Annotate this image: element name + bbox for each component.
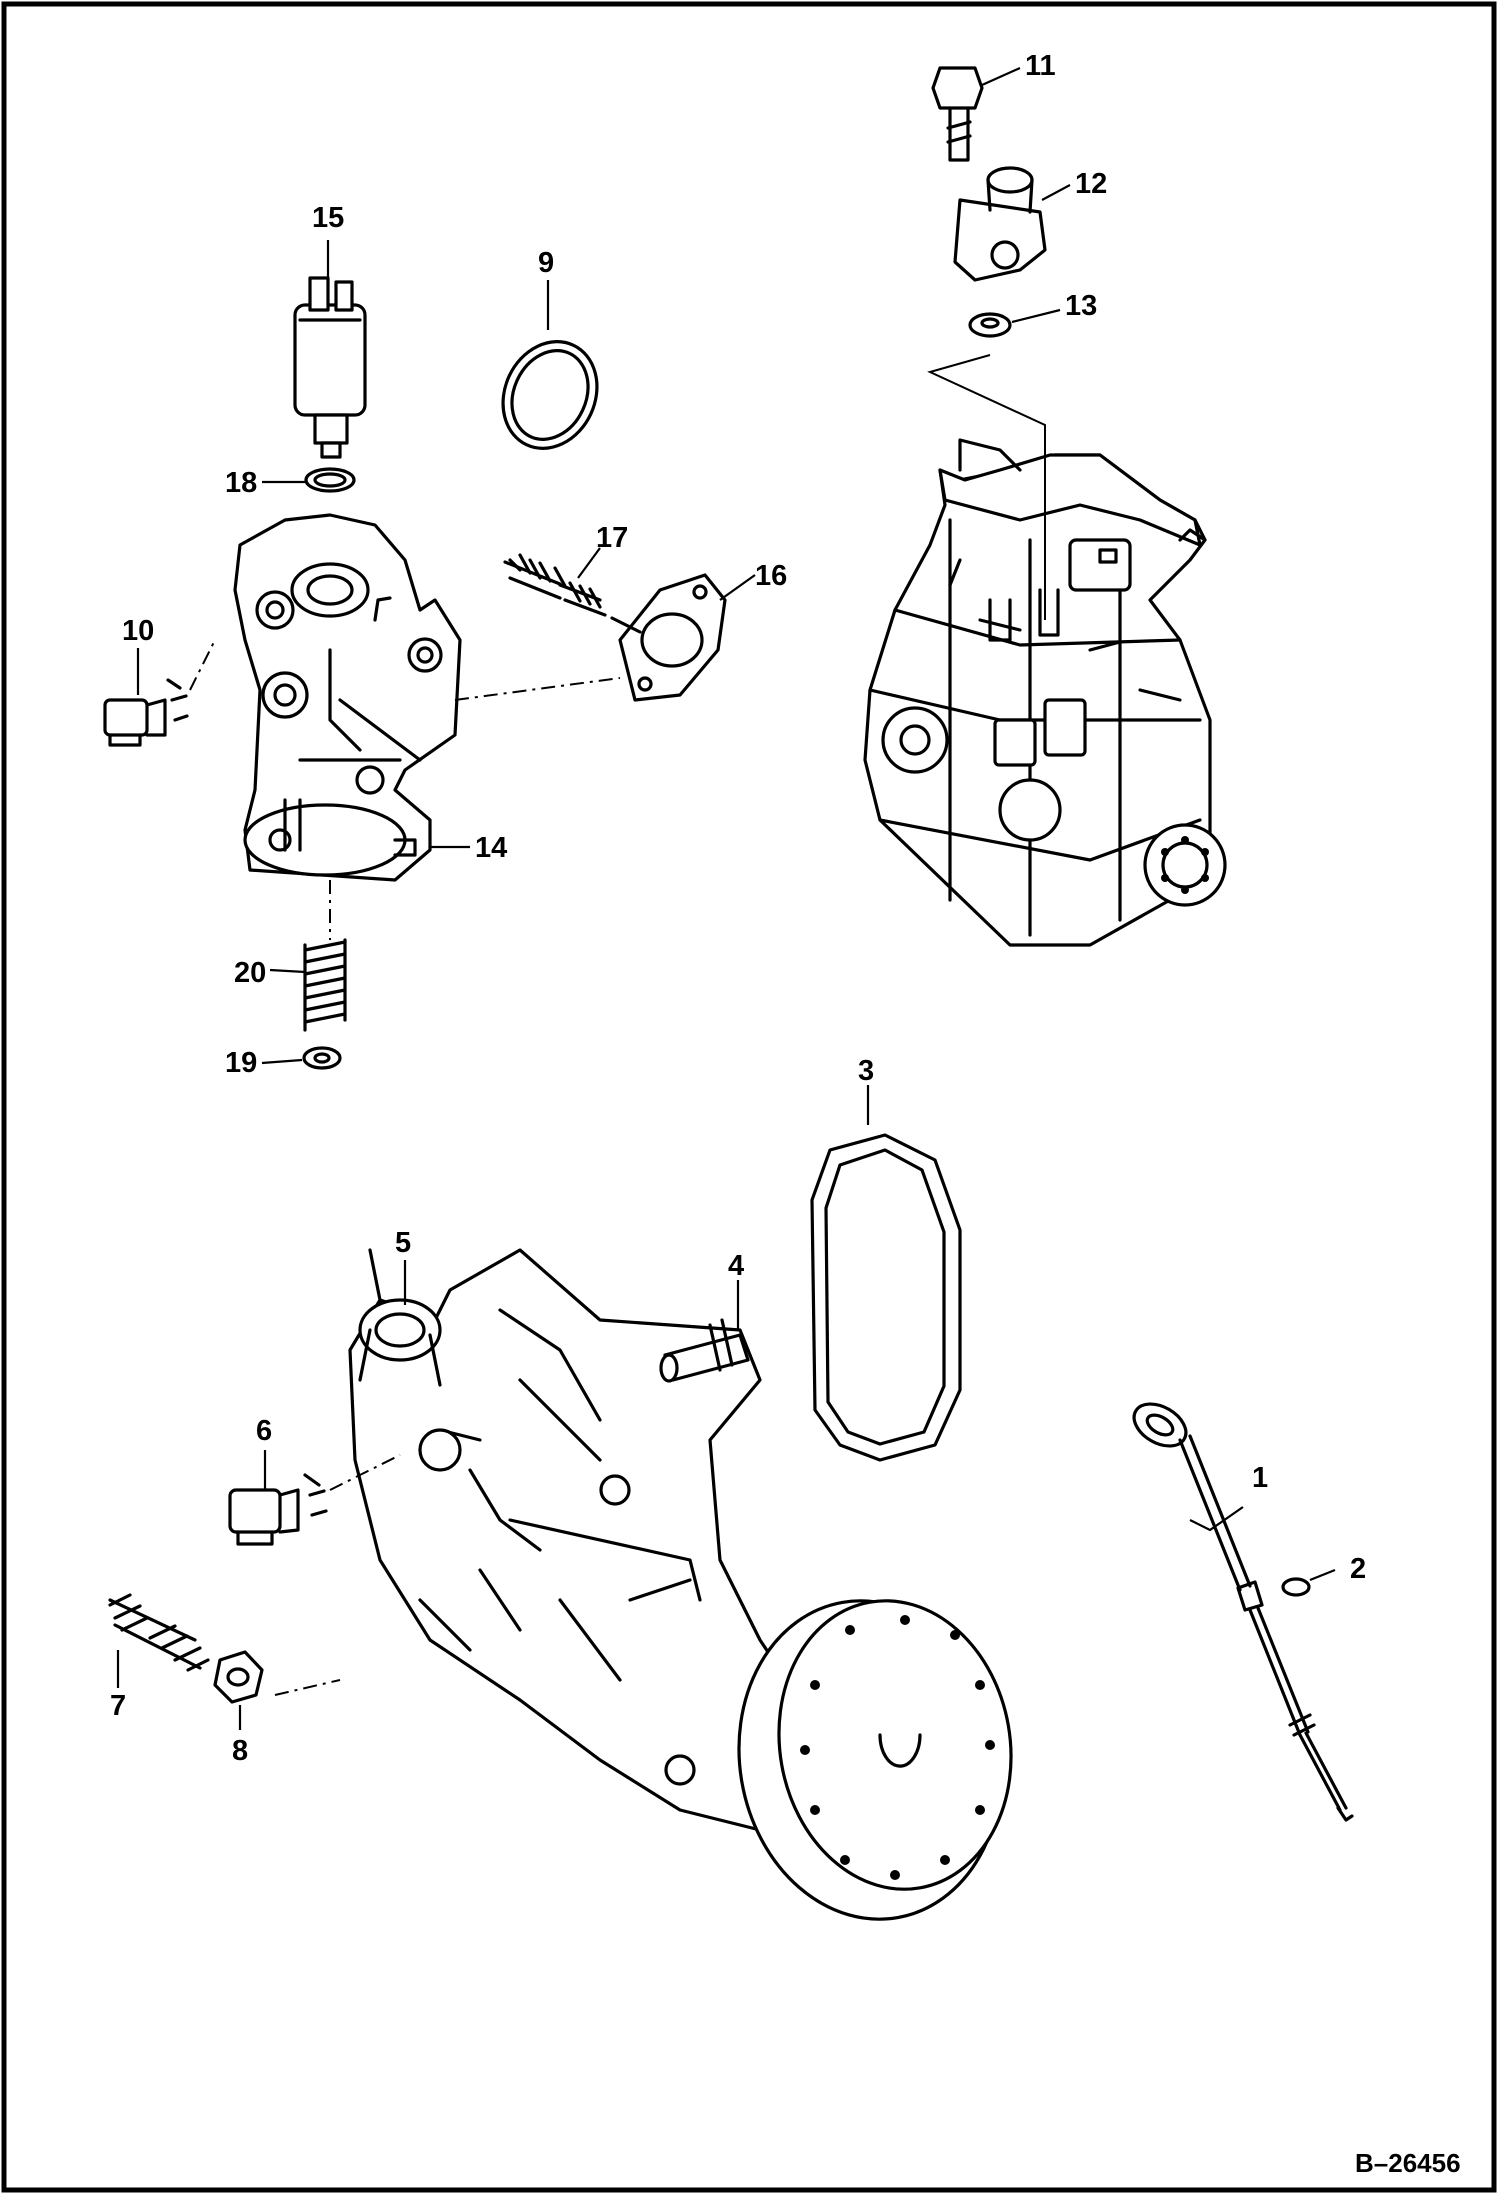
part-15-solenoid (293, 276, 367, 459)
part-7-spring (108, 1593, 210, 1672)
part-17-spring (503, 553, 607, 617)
engine-block-illustration (863, 438, 1227, 947)
part-20-spring (303, 938, 347, 1032)
callout-11: 11 (1025, 50, 1056, 82)
part-13-washer (968, 312, 1012, 338)
callout-19: 19 (225, 1047, 257, 1079)
part-10-fitting (103, 678, 189, 747)
callout-9: 9 (538, 247, 554, 279)
part-1-dipstick (1132, 1402, 1354, 1822)
callout-2: 2 (1350, 1553, 1366, 1585)
callout-7: 7 (110, 1690, 126, 1722)
part-8-nut (213, 1650, 264, 1704)
callout-20: 20 (234, 957, 266, 989)
part-3-gasket (810, 1133, 962, 1462)
callout-8: 8 (232, 1735, 248, 1767)
part-11-bolt (931, 66, 984, 162)
part-4-pin (659, 1318, 750, 1383)
callout-5: 5 (395, 1227, 411, 1259)
callout-10: 10 (122, 615, 154, 647)
callout-16: 16 (755, 560, 787, 592)
part-12-fitting (953, 166, 1047, 282)
callout-13: 13 (1065, 290, 1097, 322)
callout-1: 1 (1252, 1462, 1268, 1494)
part-19-washer (302, 1046, 342, 1070)
callout-12: 12 (1075, 168, 1107, 200)
callout-4: 4 (728, 1250, 744, 1282)
nut-8-centerline (274, 1679, 341, 1696)
callout-6: 6 (256, 1415, 272, 1447)
callout-3: 3 (858, 1055, 874, 1087)
part-18-o-ring (304, 467, 356, 493)
fitting-10-centerline (189, 639, 216, 691)
pump-cover-centerline (454, 677, 621, 701)
flywheel-housing (737, 1599, 1013, 1921)
callout-18: 18 (225, 467, 257, 499)
leader-lines (116, 66, 1336, 1730)
part-2-o-ring (1281, 1577, 1311, 1597)
part-16-cover-plate (610, 573, 727, 702)
part-9-o-ring (501, 340, 599, 450)
drawing-reference-code: B–26456 (1355, 2148, 1461, 2178)
part-6-fitting (228, 1473, 328, 1546)
callout-15: 15 (312, 202, 344, 234)
fitting-6-centerline (329, 1454, 401, 1491)
callout-17: 17 (596, 522, 628, 554)
part-14-pump-housing (233, 513, 462, 882)
engine-bracket-leader (927, 354, 1046, 620)
callout-14: 14 (475, 832, 507, 864)
